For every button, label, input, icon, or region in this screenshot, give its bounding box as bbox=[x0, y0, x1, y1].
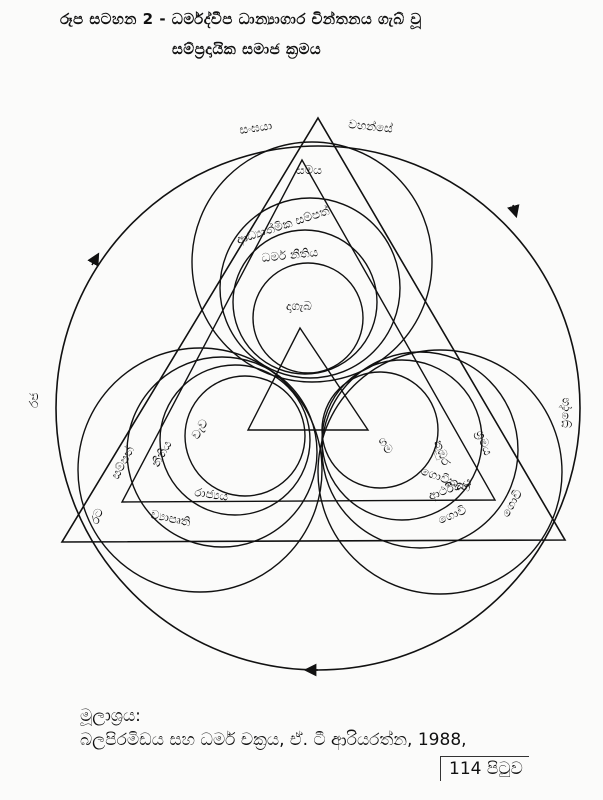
outer-circle bbox=[55, 145, 581, 671]
handwritten-side-note: ප්‍රදේශ bbox=[557, 397, 573, 428]
left-circle-center bbox=[184, 375, 306, 497]
circle-arrow-right bbox=[507, 204, 520, 219]
label-wewa: වැව bbox=[188, 416, 211, 441]
label-adhyatmika-sampath: ආධ්‍යාත්මික සම්පත් bbox=[235, 203, 332, 247]
source-label: මූලාශ්‍රය: bbox=[80, 706, 141, 726]
label-right-govi: ගොවි bbox=[436, 503, 469, 527]
left-circle-outer bbox=[77, 347, 323, 593]
label-dagaba: දාගැබ bbox=[286, 299, 312, 313]
label-raja: රජ bbox=[27, 393, 41, 408]
label-samaya: සමය bbox=[296, 163, 322, 177]
right-circle-inner bbox=[321, 359, 483, 521]
label-left-neethiya: නීතිය bbox=[148, 438, 174, 470]
label-sangha: සංඝයා bbox=[238, 119, 273, 137]
middle-triangle bbox=[120, 158, 497, 503]
left-circle-middle bbox=[126, 356, 318, 548]
label-rata: රට bbox=[88, 506, 107, 526]
top-circle-outer bbox=[191, 141, 433, 383]
left-circle-inner bbox=[159, 364, 311, 516]
label-wahanse: වහන්සේ bbox=[348, 117, 394, 136]
right-circle-outer bbox=[317, 349, 563, 595]
top-circle-inner bbox=[232, 229, 378, 375]
label-shramaya: ශ්‍රමය bbox=[473, 428, 495, 458]
label-kumbura: කුඹුර bbox=[431, 438, 454, 468]
label-rajya: රාජ්‍යය bbox=[194, 485, 230, 504]
top-circle-middle bbox=[219, 197, 401, 379]
source-page: 114 පිටුව bbox=[440, 756, 529, 781]
label-vyaparthi: ව්‍යාපෘති bbox=[149, 507, 192, 529]
inner-triangle bbox=[246, 326, 370, 431]
figure-title-line-1: රූප සටහන 2 - ධර්මද්වීප ධාන්‍යාගාර චින්තන… bbox=[60, 10, 422, 28]
circle-arrow-left bbox=[87, 252, 100, 267]
label-left-sampath: සම්පත් bbox=[108, 444, 137, 482]
label-dharma-neethiya: ධර්ම නීතිය bbox=[261, 245, 319, 265]
outer-triangle bbox=[60, 116, 567, 543]
label-gama: ගම bbox=[375, 435, 396, 457]
source-citation: බලපිරමිඩය සහ ධර්ම චක්‍රය, ඒ. ටී ආරියරත්න… bbox=[80, 730, 467, 750]
top-circle-center bbox=[252, 262, 364, 374]
right-circle-center bbox=[321, 371, 439, 489]
figure-title-line-2: සම්ප්‍රදායික සමාජ ක්‍රමය bbox=[172, 40, 322, 58]
